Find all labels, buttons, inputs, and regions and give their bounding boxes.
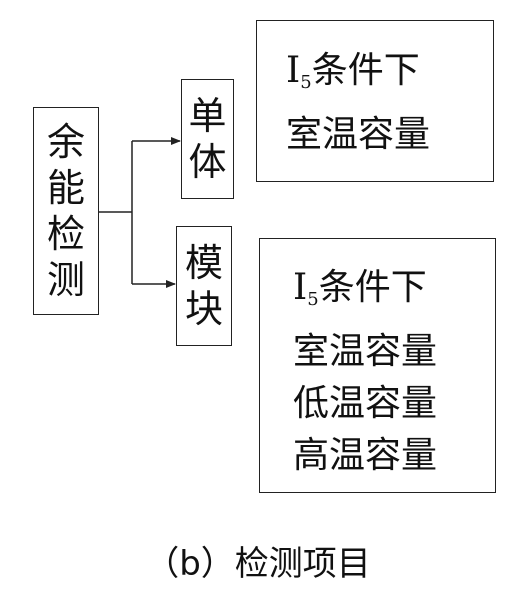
module-box: 模 块 bbox=[176, 226, 232, 346]
module-char: 块 bbox=[184, 287, 223, 331]
root-char: 测 bbox=[46, 258, 85, 302]
single-char: 体 bbox=[188, 140, 227, 184]
single-cell-box: 单 体 bbox=[181, 79, 234, 199]
module-item-room-temp-capacity: 室温容量 bbox=[293, 331, 438, 372]
module-item-low-temp-capacity: 低温容量 bbox=[293, 383, 438, 424]
single-item-condition: I5条件下 bbox=[286, 50, 420, 93]
root-char: 检 bbox=[46, 212, 85, 256]
module-char: 模 bbox=[184, 241, 223, 285]
root-char: 能 bbox=[46, 166, 85, 210]
root-char: 余 bbox=[46, 120, 85, 164]
single-item-room-temp-capacity: 室温容量 bbox=[286, 114, 431, 155]
single-test-items-text: I5条件下 室温容量 bbox=[286, 45, 430, 161]
module-item-condition: I5条件下 bbox=[293, 267, 427, 310]
figure-caption: （b）检测项目 bbox=[145, 544, 371, 584]
module-test-items-text: I5条件下 室温容量 低温容量 高温容量 bbox=[293, 262, 437, 482]
root-box-residual-capacity-test: 余 能 检 测 bbox=[33, 107, 99, 315]
module-item-high-temp-capacity: 高温容量 bbox=[293, 435, 438, 476]
module-test-items-box: I5条件下 室温容量 低温容量 高温容量 bbox=[259, 238, 496, 493]
single-test-items-box: I5条件下 室温容量 bbox=[256, 20, 494, 182]
single-char: 单 bbox=[188, 94, 227, 138]
